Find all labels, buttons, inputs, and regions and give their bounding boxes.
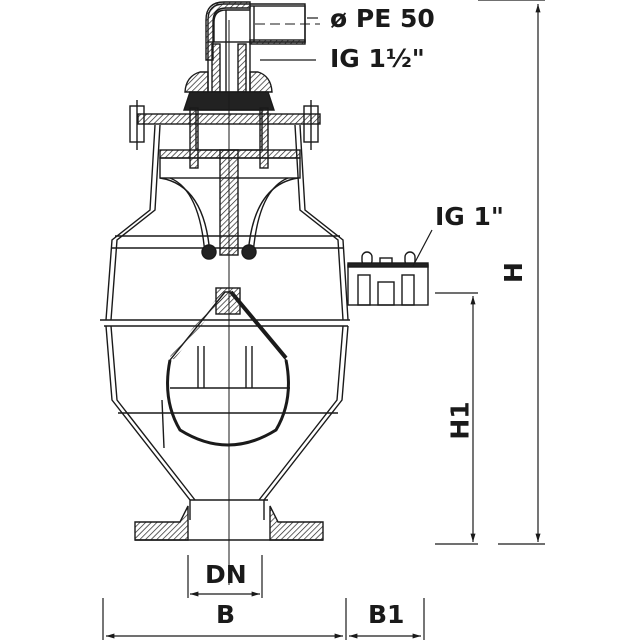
- valve-body: [100, 1, 429, 541]
- label-outlet-pipe: ø PE 50: [330, 4, 435, 33]
- label-height-port: H1: [445, 401, 475, 440]
- label-width: B: [216, 600, 236, 629]
- centerlines: [228, 20, 320, 585]
- label-side-port-thread: IG 1": [435, 202, 504, 231]
- dimension-lines: [102, 0, 545, 640]
- label-nominal-diameter: DN: [205, 560, 247, 589]
- label-height-total: H: [498, 262, 528, 283]
- label-outlet-thread: IG 1½": [330, 44, 425, 73]
- leader-lines: [260, 17, 433, 267]
- label-width-side: B1: [368, 600, 405, 629]
